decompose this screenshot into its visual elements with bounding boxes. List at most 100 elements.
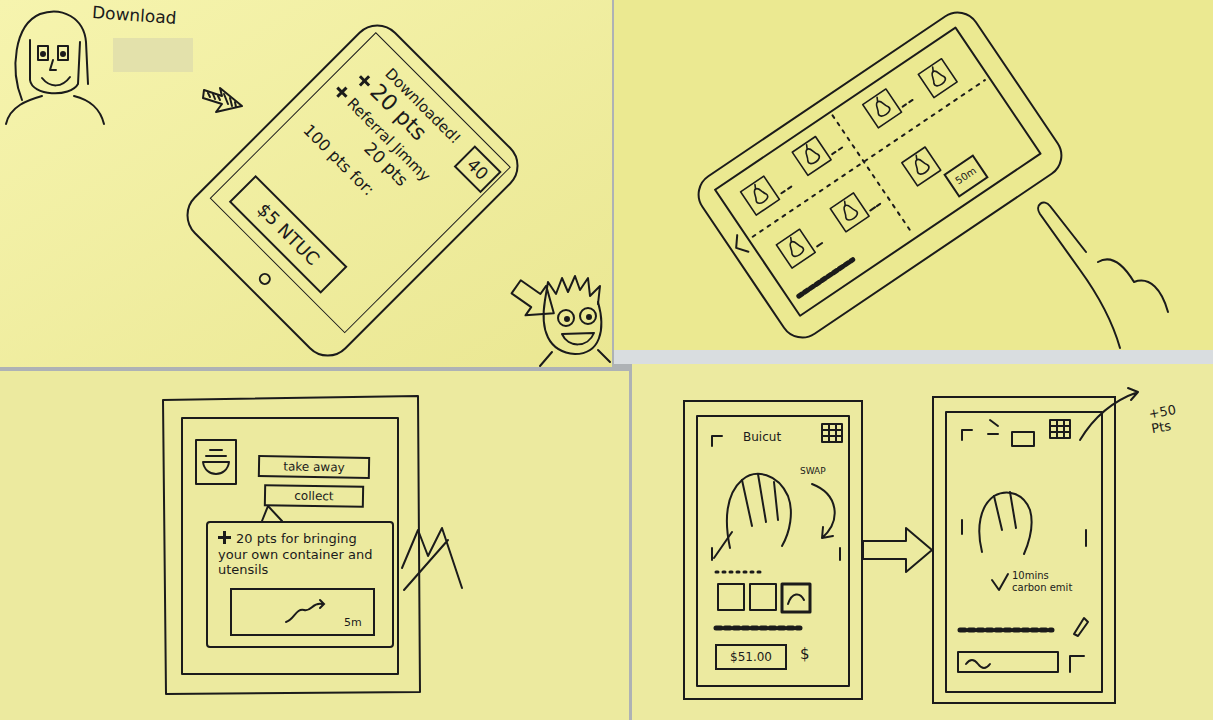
tablet-sketch — [690, 4, 1070, 346]
phone-sketch — [1012, 432, 1034, 446]
route-squiggle — [282, 598, 332, 628]
phone-sketch — [718, 584, 744, 610]
currency-sign: $ — [800, 646, 810, 663]
option-button: collect — [264, 484, 364, 508]
hatched-arrow — [203, 88, 242, 112]
sticky-note — [0, 0, 612, 367]
phone-sketch — [946, 412, 1102, 692]
friend-face — [558, 310, 574, 326]
option-button: take away — [258, 455, 370, 479]
hatched-arrow — [208, 93, 236, 107]
points-note: +50 Pts — [1148, 401, 1193, 437]
phone-sketch — [962, 430, 1086, 546]
caption-text: Download — [91, 3, 177, 28]
tablet-sketch — [863, 89, 902, 128]
tablet-sketch — [753, 80, 985, 237]
phone-sketch — [788, 594, 804, 604]
sticky-note — [632, 364, 1213, 720]
tablet-sketch — [779, 100, 951, 246]
sketch-text: Buicut — [743, 430, 781, 444]
sketch-text: $51.00 — [730, 650, 772, 664]
block-arrow — [506, 272, 564, 328]
phone-sketch — [402, 528, 462, 590]
phone-sketch — [988, 420, 998, 434]
phone-sketch — [1050, 420, 1070, 438]
hatched-arrow — [203, 88, 242, 112]
redaction-patch — [113, 38, 193, 72]
phone-sketch — [750, 584, 776, 610]
user-face — [6, 96, 42, 124]
sketch-text: $5 NTUC — [252, 198, 323, 269]
phone-sketch — [196, 440, 236, 484]
pointing-hand — [1038, 202, 1120, 348]
user-face — [58, 46, 68, 60]
block-arrow — [506, 272, 564, 328]
friend-face — [562, 333, 594, 344]
phone-sketch — [822, 424, 842, 442]
phone-sketch — [716, 571, 764, 574]
sticky-note — [0, 371, 629, 720]
phone-sketch — [182, 418, 398, 674]
phone-sketch — [1050, 420, 1070, 438]
route-squiggle — [286, 600, 324, 622]
sketch-text: 40 — [462, 154, 492, 184]
phone-sketch — [1074, 618, 1088, 636]
sticky-note — [614, 0, 1213, 350]
friend-face — [587, 315, 591, 319]
friend-face — [565, 317, 569, 321]
phone-sketch — [812, 484, 835, 538]
sticky-note-art — [6, 4, 1168, 694]
phone-sketch — [822, 424, 842, 442]
sketch-text: 50m — [953, 165, 978, 188]
phone-sketch — [966, 660, 990, 668]
phone-sketch — [994, 492, 1016, 530]
friend-face — [545, 276, 600, 304]
user-face — [38, 46, 48, 60]
map-box: 5m — [230, 588, 375, 636]
phone-sketch — [163, 396, 420, 694]
tablet-sketch — [792, 137, 831, 176]
friend-face — [540, 276, 610, 366]
phone-sketch — [958, 652, 1058, 672]
sketch-text: 10mins carbon emit — [1012, 570, 1082, 594]
tablet-sketch — [731, 235, 749, 256]
price-box: $51.00 — [715, 644, 787, 670]
user-face — [16, 12, 88, 100]
tablet-sketch — [902, 147, 941, 186]
phone-sketch — [946, 388, 1138, 692]
phone-sketch — [782, 584, 810, 612]
user-face — [30, 40, 80, 93]
phone-sketch — [697, 416, 849, 686]
user-face — [74, 96, 104, 124]
user-face — [6, 12, 104, 124]
phone-sketch — [697, 416, 849, 686]
phone-sketch — [1070, 656, 1084, 672]
pointing-hand — [1038, 202, 1168, 348]
phone-screen: Buicut $51.00 — [683, 400, 863, 700]
tablet-sketch — [715, 28, 1040, 316]
distance-tag: 50m — [943, 154, 989, 197]
friend-face — [540, 350, 610, 366]
phone-sketch — [163, 396, 462, 694]
user-face — [41, 52, 45, 56]
tablet-sketch — [741, 176, 780, 215]
user-face — [61, 52, 65, 56]
speech-bubble: 20 pts for bringing your own container a… — [206, 521, 394, 648]
sketch-text: collect — [294, 488, 334, 503]
action-text: SWAP — [800, 466, 826, 476]
sketch-text: 20 pts for bringing your own container a… — [218, 531, 382, 578]
tablet-sketch — [690, 4, 1070, 346]
paper-strip — [614, 350, 1213, 364]
friend-face — [544, 300, 602, 354]
phone-screen: 10mins carbon emit — [932, 396, 1116, 704]
phone-sketch — [262, 506, 282, 521]
pointing-hand — [1098, 259, 1168, 312]
phone-sketch — [714, 474, 778, 558]
user-face — [42, 77, 70, 85]
phone-sketch — [992, 574, 1008, 590]
